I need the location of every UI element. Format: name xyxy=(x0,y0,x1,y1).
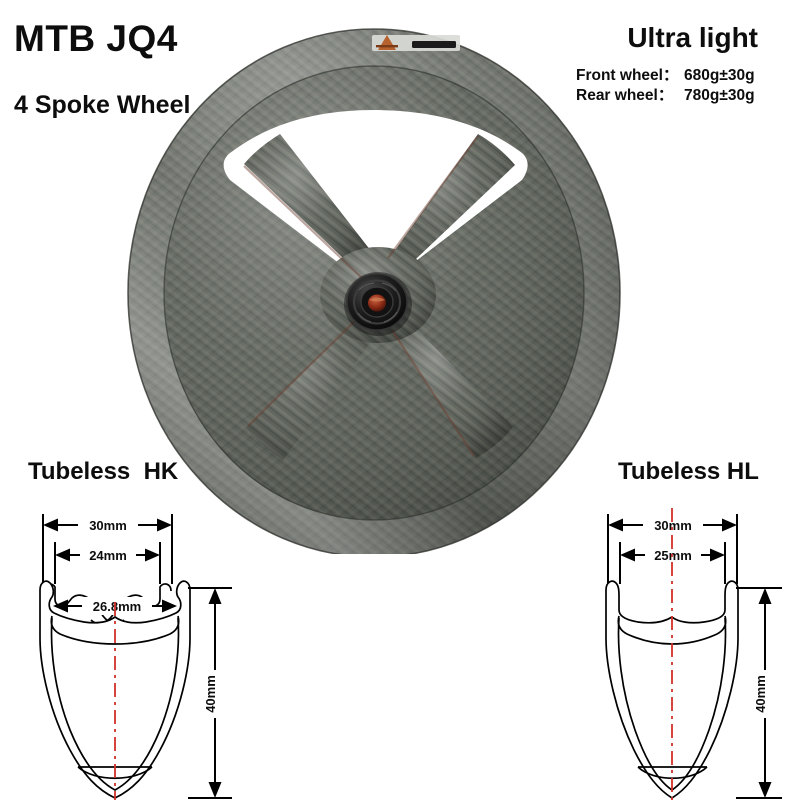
dimension-label-bead: 25mm xyxy=(654,548,692,563)
dimension-rim-depth: 40mm xyxy=(188,587,232,799)
dimension-label-depth: 40mm xyxy=(203,675,218,713)
weight-spec-row: Rear wheel： 780g±30g xyxy=(576,86,780,106)
dimension-bead-width: 25mm xyxy=(619,542,726,584)
dimension-outer-width: 30mm xyxy=(607,514,738,584)
dimension-bead-width: 24mm xyxy=(54,542,161,584)
dimension-label-depth: 40mm xyxy=(753,675,768,713)
dimension-label-outer: 30mm xyxy=(89,518,127,533)
rear-wheel-value: 780g±30g xyxy=(684,87,755,104)
dimension-label-internal: 26.8mm xyxy=(93,599,141,614)
dimension-label-bead: 24mm xyxy=(89,548,127,563)
diagram-title-hk: Tubeless HK xyxy=(28,458,179,485)
rim-cross-section-hk: 30mm 24mm xyxy=(0,498,265,800)
diagram-title-hl: Tubeless HL xyxy=(618,458,759,485)
highlight-label: Ultra light xyxy=(627,22,758,53)
product-subtitle: 4 Spoke Wheel xyxy=(14,91,191,119)
rear-wheel-label: Rear wheel： xyxy=(576,87,674,104)
front-wheel-label: Front wheel： xyxy=(576,67,679,84)
dimension-label-outer: 30mm xyxy=(654,518,692,533)
rim-valve-sticker xyxy=(372,35,460,51)
spoke-group xyxy=(244,134,515,460)
dimension-outer-width: 30mm xyxy=(42,514,173,584)
page-title: MTB JQ4 xyxy=(14,18,178,59)
wheel-hub xyxy=(344,272,412,336)
weight-spec-row: Front wheel： 680g±30g xyxy=(576,66,780,86)
weight-spec-list: Front wheel： 680g±30g Rear wheel： 780g±3… xyxy=(576,66,780,106)
rim-cross-section-hl: 30mm 25mm xyxy=(570,498,800,800)
wheel-photo xyxy=(126,14,626,554)
dimension-internal-width: 26.8mm xyxy=(53,597,177,615)
front-wheel-value: 680g±30g xyxy=(684,67,755,84)
dimension-rim-depth: 40mm xyxy=(736,587,782,799)
